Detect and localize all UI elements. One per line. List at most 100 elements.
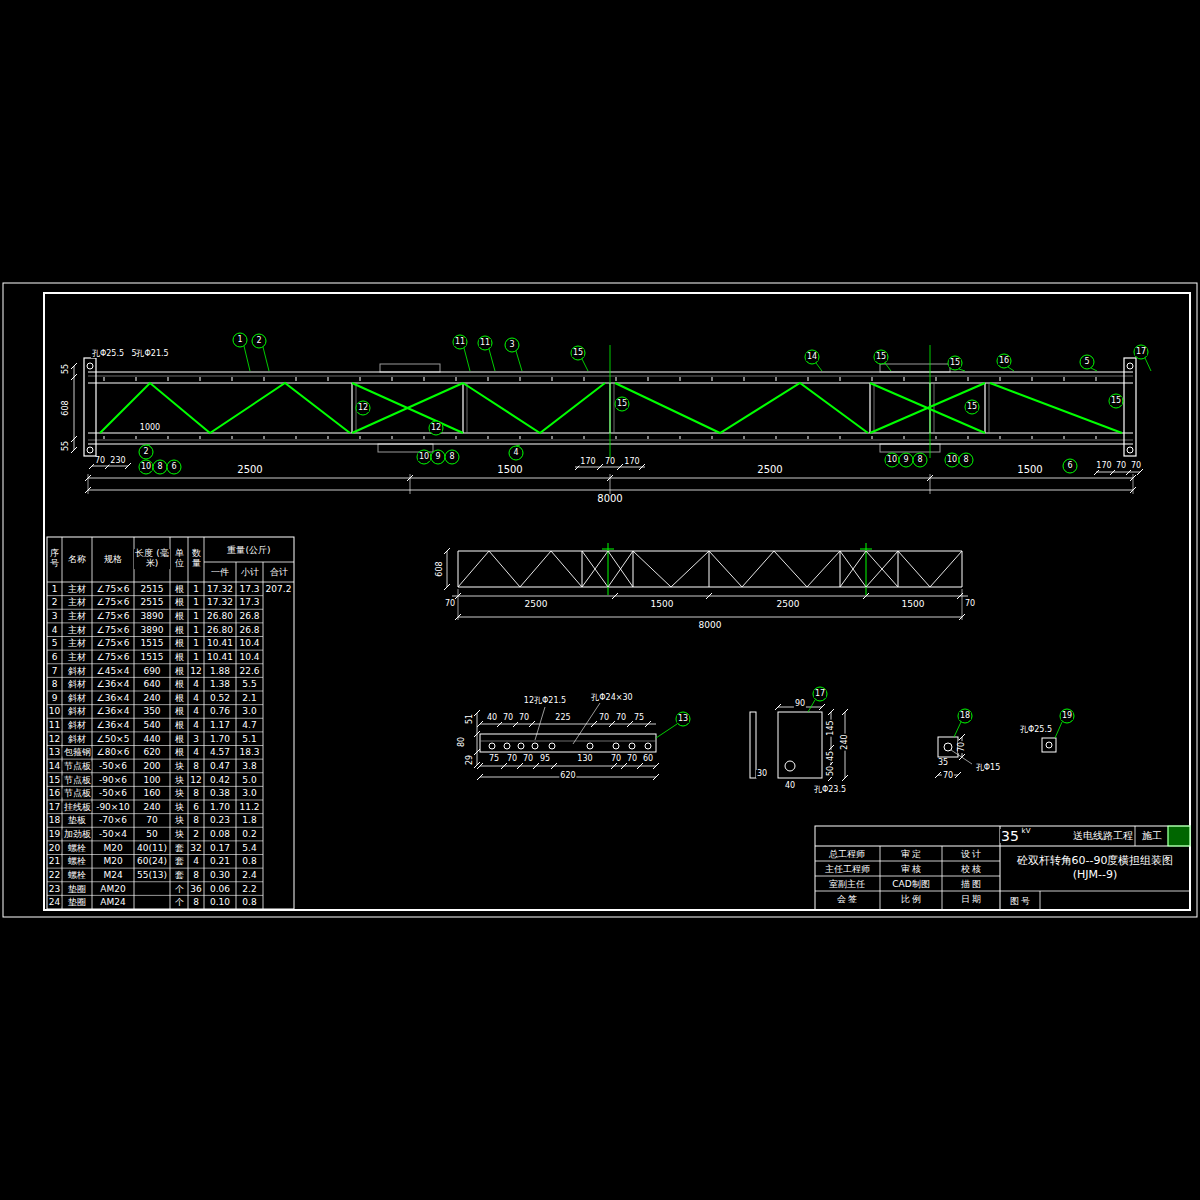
dimension-text: 230 [109,457,126,465]
title-block-text: 送电线路工程 [1072,831,1134,841]
title-block-line [1168,826,1169,846]
callout-circle [453,335,467,349]
table-line [47,813,263,814]
callout-circle [167,460,181,474]
table-cell: -90×6 [98,775,128,784]
bolt-mark [168,436,169,439]
callout-circle [1080,355,1094,369]
title-block-line [880,846,881,910]
table-cell: 0.42 [209,775,231,784]
schematic-member [608,551,633,587]
title-block-text: 会 签 [836,894,859,903]
callout-number: 10 [418,453,430,461]
table-cell: 8 [51,680,59,689]
title-block-line [815,846,1190,847]
schematic-member [608,551,633,587]
table-cell: AM20 [99,884,126,893]
diagonal-member [463,383,605,433]
diagonal-member [352,383,463,433]
dimension-tick [477,774,483,780]
table-cell: 4.7 [241,721,257,730]
dimension-text: 2500 [776,600,801,609]
table-cell: 26.8 [238,612,260,621]
vertical-member [984,383,985,433]
leader-line [656,724,677,738]
table-cell: 16 [48,789,61,798]
callout-number: 15 [875,353,887,361]
table-header: 一件 [210,568,230,577]
dimension-line [447,551,448,587]
callout-number: 2 [255,337,262,345]
title-block-text: 审 定 [900,849,923,858]
table-cell: 挂线板 [63,802,92,811]
bolt-mark [936,436,937,439]
table-cell: 块 [174,816,185,825]
plate-edge [480,741,656,742]
callout-number: 3 [508,341,515,349]
bolt-mark [296,436,297,439]
bolt-mark [936,377,937,381]
callout-circle [252,334,266,348]
table-cell: 0.10 [209,898,231,907]
bolt-mark [840,436,841,439]
callout-circle [431,450,445,464]
dimension-tick [612,593,618,599]
title-block-text: 图 号 [1009,896,1032,905]
table-line [47,582,294,583]
bolt-mark [1000,377,1001,381]
table-cell: 0.21 [209,857,231,866]
schematic-member [633,551,709,587]
table-cell: 垫板 [67,816,87,825]
table-cell: 根 [174,598,185,607]
table-line [47,881,263,882]
table-cell: 22 [48,870,61,879]
dimension-tick [477,721,483,727]
table-cell: ∠36×4 [96,721,131,730]
table-cell: 10.4 [238,652,260,661]
callout-number: 11 [479,339,491,347]
table-cell: 3 [192,734,200,743]
table-cell: 0.06 [209,884,231,893]
table-cell: 350 [142,707,161,716]
leader-line [464,348,470,371]
callout-number: 17 [814,690,826,698]
table-cell: ∠50×5 [96,734,131,743]
bolt-mark [328,436,329,439]
table-line [47,745,263,746]
table-cell: 0.47 [209,761,231,770]
bolt-mark [840,377,841,381]
table-cell: 套 [174,870,185,879]
bolt-mark [680,436,681,439]
callout-circle [356,401,370,415]
dimension-text: 70 [94,457,106,465]
callout-number: 11 [454,338,466,346]
table-cell: 23 [48,884,61,893]
table-cell: 根 [174,680,185,689]
dimension-text: 620 [559,772,576,780]
leader-line [535,707,545,740]
bolt-hole [645,743,651,749]
table-cell: 8 [192,789,200,798]
callout-number: 15 [949,359,961,367]
callout-number: 8 [916,456,923,464]
dimension-tick [474,731,480,737]
table-cell: 螺栓 [67,843,87,852]
table-cell: ∠75×6 [96,652,131,661]
table-line [170,537,171,909]
note-text: 12孔Φ21.5 [523,697,567,705]
title-block-text: 比 例 [900,894,923,903]
dimension-tick [71,436,77,442]
leader-line [1091,368,1097,371]
dimension-text: 145 [827,719,835,736]
dimension-tick [637,763,643,769]
table-cell: 26.80 [206,625,234,634]
table-line [47,800,263,801]
vertical-member [869,383,870,433]
dimension-tick [533,763,539,769]
title-block-text: 35 [1000,829,1020,843]
title-block-line [942,846,943,910]
leader-line [808,700,815,712]
bolt-mark [584,377,585,381]
callout-number: 8 [448,453,455,461]
dimension-tick [474,710,480,716]
